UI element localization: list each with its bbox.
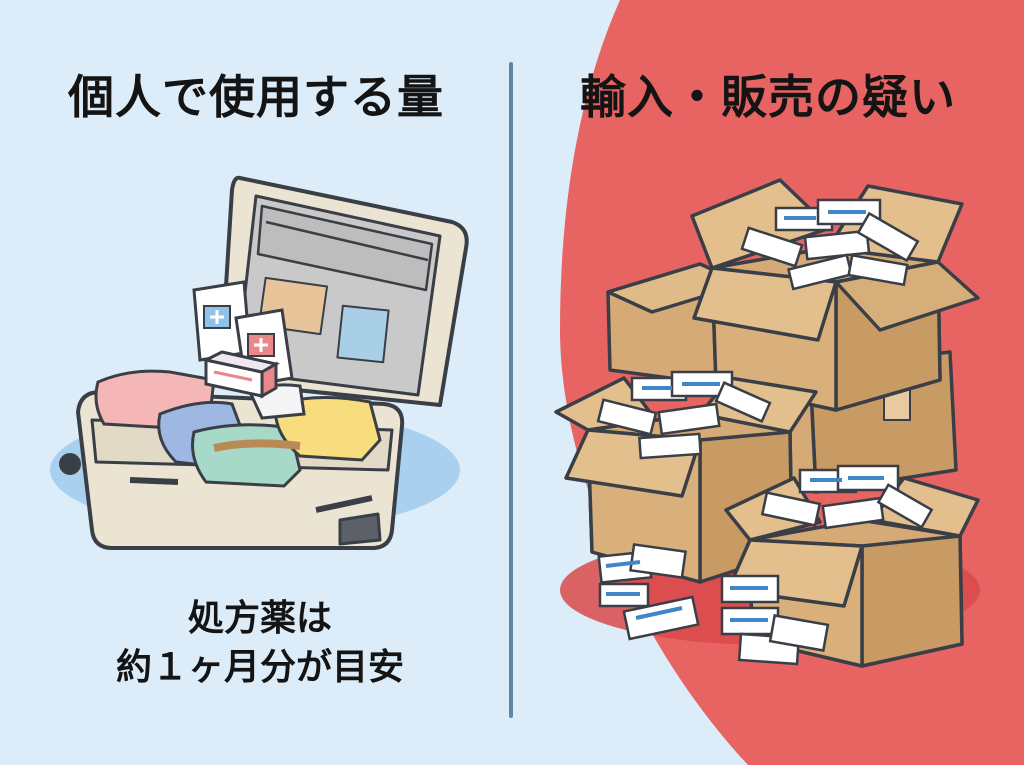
- package-labels: [605, 210, 884, 622]
- caption-line-1: 処方薬は: [187, 598, 332, 639]
- left-title: 個人で使用する量: [68, 70, 444, 124]
- folded-clothes-icon: [94, 369, 382, 488]
- cardboard-box-icon: [690, 178, 980, 412]
- caption-line-2: 約１ヶ月分が目安: [115, 647, 404, 688]
- center-divider: [509, 62, 513, 718]
- right-title: 輸入・販売の疑い: [580, 70, 956, 124]
- pill-box-icon: [201, 350, 281, 399]
- medicine-package-icon: [596, 198, 934, 666]
- left-caption: 処方薬は 約１ヶ月分が目安: [70, 594, 450, 692]
